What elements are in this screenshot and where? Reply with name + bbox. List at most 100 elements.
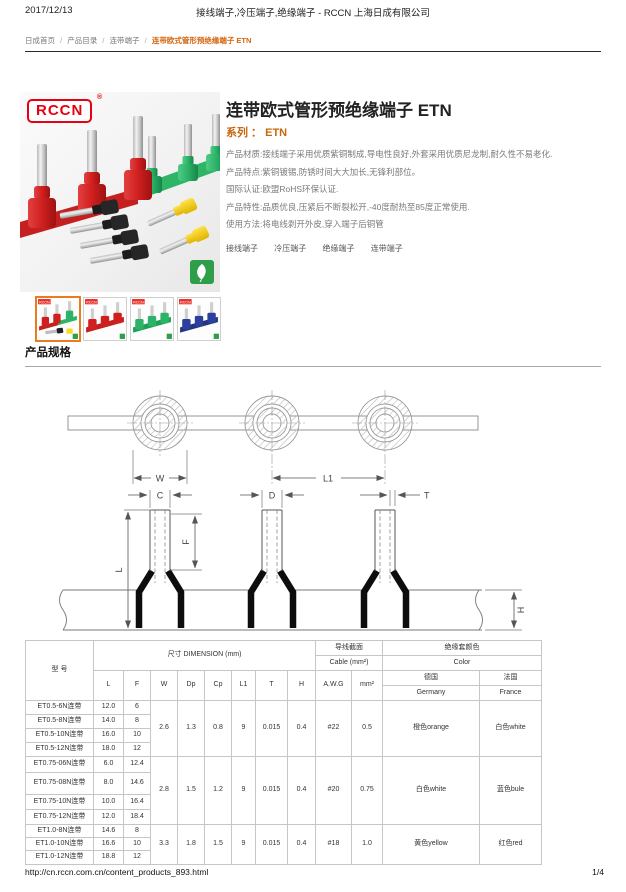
table-row: ET1.0-8N连带 14.6 8 3.3 1.8 1.5 9 0.015 0.… [25, 824, 543, 865]
header-model: 型 号 [25, 640, 94, 701]
header-dimension: 尺寸 DIMENSION (mm) [92, 640, 317, 671]
cell-l: 8.0 [93, 772, 124, 795]
description-line: 产品特性:品质优良,压紧后不断裂松开,-40度耐热至85度正常使用. [226, 201, 470, 212]
cell-model: ET0.75-06N连带 [25, 756, 94, 773]
cell-f: 8 [123, 714, 151, 729]
breadcrumb-category[interactable]: 连带端子 [109, 36, 140, 45]
table-header-row: 型 号 尺寸 DIMENSION (mm) 导线截面 绝缘套颜色 [25, 640, 543, 701]
header-dim-dp: Dp [177, 670, 205, 701]
thumbnail-red-illustration: RCCN [84, 298, 126, 340]
cell-model: ET0.5-12N连带 [25, 742, 94, 757]
thumbnail-green-illustration: RCCN [131, 298, 173, 340]
cell-model: ET0.5-6N连带 [25, 700, 94, 715]
dim-label-d: D [269, 491, 276, 501]
breadcrumb-catalog[interactable]: 产品目录 [67, 36, 98, 45]
header-cable-en: Cable (mm²) [315, 655, 384, 671]
table-row: ET0.5-12N连带 18.0 12 [25, 742, 542, 757]
cell-h: 0.4 [286, 756, 317, 825]
dimension-diagram: W L1 [59, 390, 526, 631]
header-cable-cn: 导线截面 [315, 640, 384, 656]
product-description: 产品材质:接线端子采用优质紫铜制成,导电性良好,外套采用优质尼龙制,耐久性不易老… [226, 146, 606, 234]
registered-mark: ® [97, 94, 103, 101]
description-line: 国际认证:欧盟RoHS环保认证. [226, 184, 339, 195]
cell-t: 0.015 [255, 824, 288, 865]
link-cold-press[interactable]: 冷压端子 [274, 244, 307, 253]
breadcrumb-home[interactable]: 日成首页 [25, 36, 55, 45]
cell-dp: 1.5 [177, 756, 205, 825]
cell-f: 18.4 [123, 809, 151, 825]
link-strip[interactable]: 连带端子 [370, 244, 403, 253]
dim-label-l: L [114, 567, 124, 572]
cell-l: 18.8 [93, 850, 124, 865]
header-dim-h: H [286, 670, 317, 701]
header-color-en: Color [382, 655, 543, 671]
header-divider [25, 51, 601, 52]
description-line: 产品材质:接线端子采用优质紫铜制成,导电性良好,外套采用优质尼龙制,耐久性不易老… [226, 149, 553, 159]
cell-dp: 1.8 [177, 824, 205, 865]
header-color-cn: 绝缘套颜色 [382, 640, 543, 656]
header-germany-en: Germany [382, 685, 481, 701]
cell-mm2: 1.0 [351, 824, 384, 865]
header-dim-t: T [255, 670, 288, 701]
breadcrumb-current: 连带欧式管形预绝缘端子 ETN [151, 36, 252, 45]
cell-france: 蓝色bule [479, 756, 543, 825]
cell-l: 16.0 [93, 728, 124, 743]
table-header-row: L F W Dp Cp L1 T H A.W.G mm² 德国 法国 [26, 670, 543, 701]
cell-l1: 9 [231, 756, 256, 825]
cell-awg: #18 [315, 824, 353, 865]
link-terminal[interactable]: 接线端子 [226, 244, 258, 253]
cell-l1: 9 [231, 824, 256, 865]
header-dim-f: F [123, 670, 151, 701]
cell-t: 0.015 [255, 756, 288, 825]
footer-page-number: 1/4 [592, 867, 604, 877]
table-row: ET1.0-12N连带 18.8 12 [25, 850, 542, 865]
header-awg: A.W.G [315, 670, 353, 701]
cell-f: 12 [123, 850, 151, 865]
series-line: 系列 ： ETN [226, 124, 287, 140]
header-france-cn: 法国 [479, 670, 543, 686]
thumbnail-blue-illustration: RCCN [178, 298, 220, 340]
cell-w: 2.6 [150, 700, 178, 757]
cell-model: ET1.0-12N连带 [25, 850, 94, 865]
dim-label-w: W [156, 474, 165, 484]
header-dim-l: L [93, 670, 124, 701]
thumbnail-green[interactable]: RCCN [130, 297, 174, 341]
footer-url: http://cn.rccn.com.cn/content_products_8… [25, 867, 209, 877]
cell-model: ET0.75-10N连带 [25, 794, 94, 810]
dim-label-f: F [181, 539, 191, 545]
thumbnail-red[interactable]: RCCN [83, 297, 127, 341]
cell-model: ET0.5-8N连带 [25, 714, 94, 729]
thumbnail-multi-color[interactable]: RCCN [35, 296, 81, 342]
cell-l: 14.0 [93, 714, 124, 729]
table-row: ET0.75-06N连带 6.0 12.4 2.8 1.5 1.2 9 0.01… [25, 756, 543, 825]
cell-l1: 9 [231, 700, 256, 757]
cell-awg: #22 [315, 700, 353, 757]
thumbnail-blue[interactable]: RCCN [177, 297, 221, 341]
table-header-row: Cable (mm²) Color [26, 655, 543, 671]
cell-l: 14.6 [93, 824, 124, 838]
svg-text:RCCN: RCCN [180, 300, 191, 304]
description-line: 产品特点:紫铜镀锡,防锈时间大大加长,无锋利部位。 [226, 166, 421, 177]
yellow-terminal [147, 197, 210, 255]
page-title: 连带欧式管形预绝缘端子 ETN [226, 101, 452, 120]
link-insulated[interactable]: 绝缘端子 [322, 244, 355, 253]
description-line: 使用方法:将电线剥开外皮,穿入端子后铜管 [226, 219, 384, 230]
cell-l: 12.0 [93, 700, 124, 715]
header-mm2: mm² [351, 670, 384, 701]
table-row: ET0.5-6N连带 12.0 6 2.6 1.3 0.8 9 0.015 0.… [25, 700, 543, 757]
cell-mm2: 0.5 [351, 700, 384, 757]
cell-germany: 白色white [382, 756, 481, 825]
related-links: 接线端子 冷压端子 绝缘端子 连带端子 [226, 243, 417, 254]
cell-cp: 1.5 [204, 824, 232, 865]
product-photo[interactable]: RCCN ® [20, 92, 226, 292]
section-divider [25, 366, 601, 367]
rccn-logo: RCCN [27, 99, 93, 123]
thumbnail-multi-illustration: RCCN [37, 298, 79, 340]
cell-cp: 0.8 [204, 700, 232, 757]
header-france-en: France [479, 685, 543, 701]
header-germany-cn: 德国 [382, 670, 481, 686]
print-page-title: 接线端子,冷压端子,绝缘端子 - RCCN 上海日成有限公司 [196, 8, 430, 19]
cell-france: 红色red [479, 824, 543, 865]
breadcrumb-separator: / [60, 36, 63, 45]
